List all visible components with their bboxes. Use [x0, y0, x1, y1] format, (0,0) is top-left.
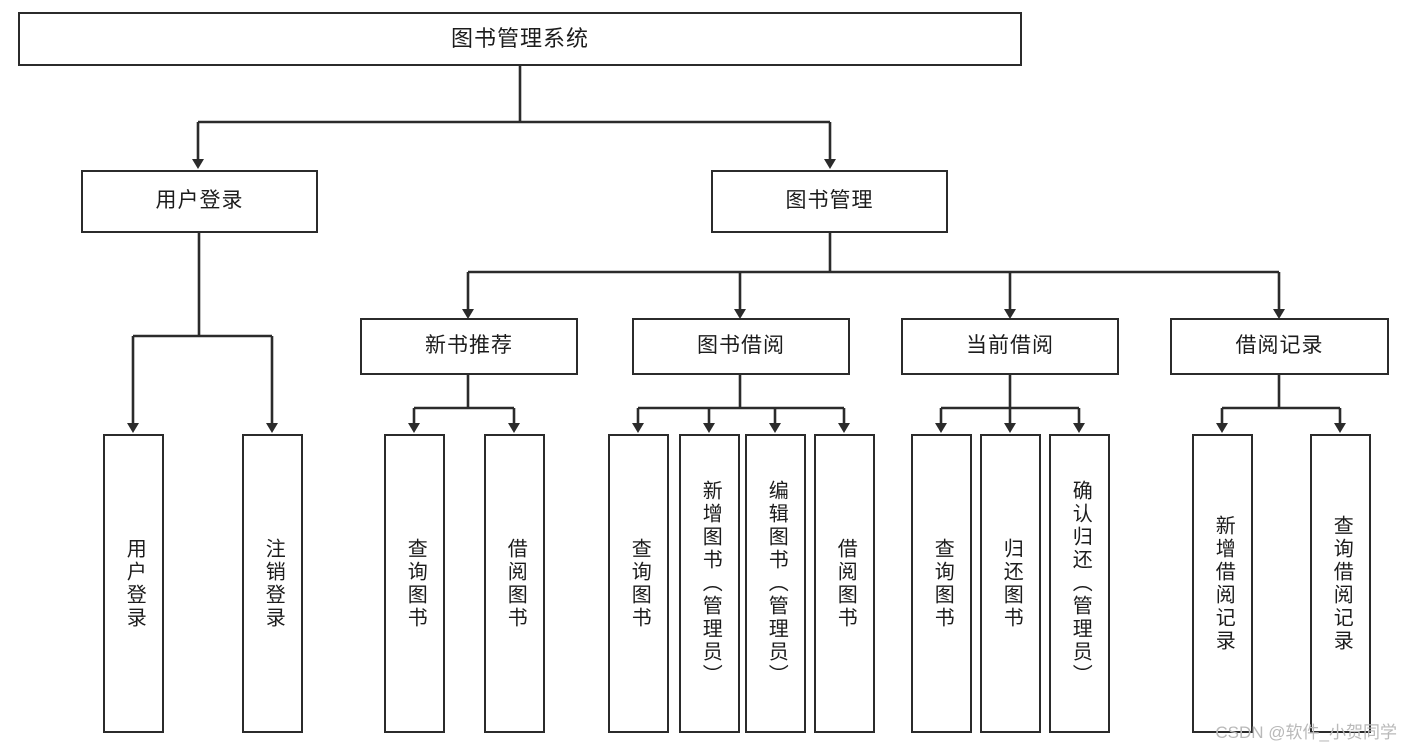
node-leaf-query-book-1[interactable]: 查询图书	[384, 434, 445, 733]
node-user-login[interactable]: 用户登录	[81, 170, 318, 233]
node-new-book-rec-label: 新书推荐	[425, 334, 513, 358]
node-leaf-return-book-label: 归还图书	[1000, 538, 1023, 630]
node-leaf-user-login[interactable]: 用户登录	[103, 434, 164, 733]
node-leaf-edit-book[interactable]: 编辑图书（管理员）	[745, 434, 806, 733]
node-leaf-query-book-2-label: 查询图书	[628, 538, 651, 630]
node-leaf-add-record[interactable]: 新增借阅记录	[1192, 434, 1253, 733]
node-leaf-logout-label: 注销登录	[262, 538, 285, 630]
node-leaf-query-book-3[interactable]: 查询图书	[911, 434, 972, 733]
node-leaf-query-record[interactable]: 查询借阅记录	[1310, 434, 1371, 733]
node-book-borrow[interactable]: 图书借阅	[632, 318, 850, 375]
node-leaf-user-login-label: 用户登录	[123, 538, 146, 630]
node-root[interactable]: 图书管理系统	[18, 12, 1022, 66]
node-leaf-edit-book-label: 编辑图书（管理员）	[765, 480, 788, 687]
node-new-book-rec[interactable]: 新书推荐	[360, 318, 578, 375]
node-leaf-query-book-2[interactable]: 查询图书	[608, 434, 669, 733]
node-leaf-confirm-return-label: 确认归还（管理员）	[1069, 480, 1092, 687]
node-leaf-query-book-1-label: 查询图书	[404, 538, 427, 630]
node-current-borrow-label: 当前借阅	[966, 334, 1054, 358]
node-leaf-add-record-label: 新增借阅记录	[1212, 515, 1235, 653]
node-leaf-add-book[interactable]: 新增图书（管理员）	[679, 434, 740, 733]
node-leaf-borrow-book-1-label: 借阅图书	[504, 538, 527, 630]
node-leaf-query-record-label: 查询借阅记录	[1330, 515, 1353, 653]
node-leaf-borrow-book-2-label: 借阅图书	[834, 538, 857, 630]
node-leaf-query-book-3-label: 查询图书	[931, 538, 954, 630]
node-user-login-label: 用户登录	[155, 189, 244, 213]
node-leaf-return-book[interactable]: 归还图书	[980, 434, 1041, 733]
node-book-borrow-label: 图书借阅	[697, 334, 785, 358]
node-book-manage[interactable]: 图书管理	[711, 170, 948, 233]
node-book-manage-label: 图书管理	[785, 189, 874, 213]
node-borrow-record[interactable]: 借阅记录	[1170, 318, 1389, 375]
node-leaf-confirm-return[interactable]: 确认归还（管理员）	[1049, 434, 1110, 733]
node-leaf-logout[interactable]: 注销登录	[242, 434, 303, 733]
node-leaf-borrow-book-1[interactable]: 借阅图书	[484, 434, 545, 733]
node-leaf-add-book-label: 新增图书（管理员）	[699, 480, 722, 687]
node-current-borrow[interactable]: 当前借阅	[901, 318, 1119, 375]
node-root-label: 图书管理系统	[450, 26, 589, 52]
node-leaf-borrow-book-2[interactable]: 借阅图书	[814, 434, 875, 733]
node-borrow-record-label: 借阅记录	[1235, 334, 1324, 358]
